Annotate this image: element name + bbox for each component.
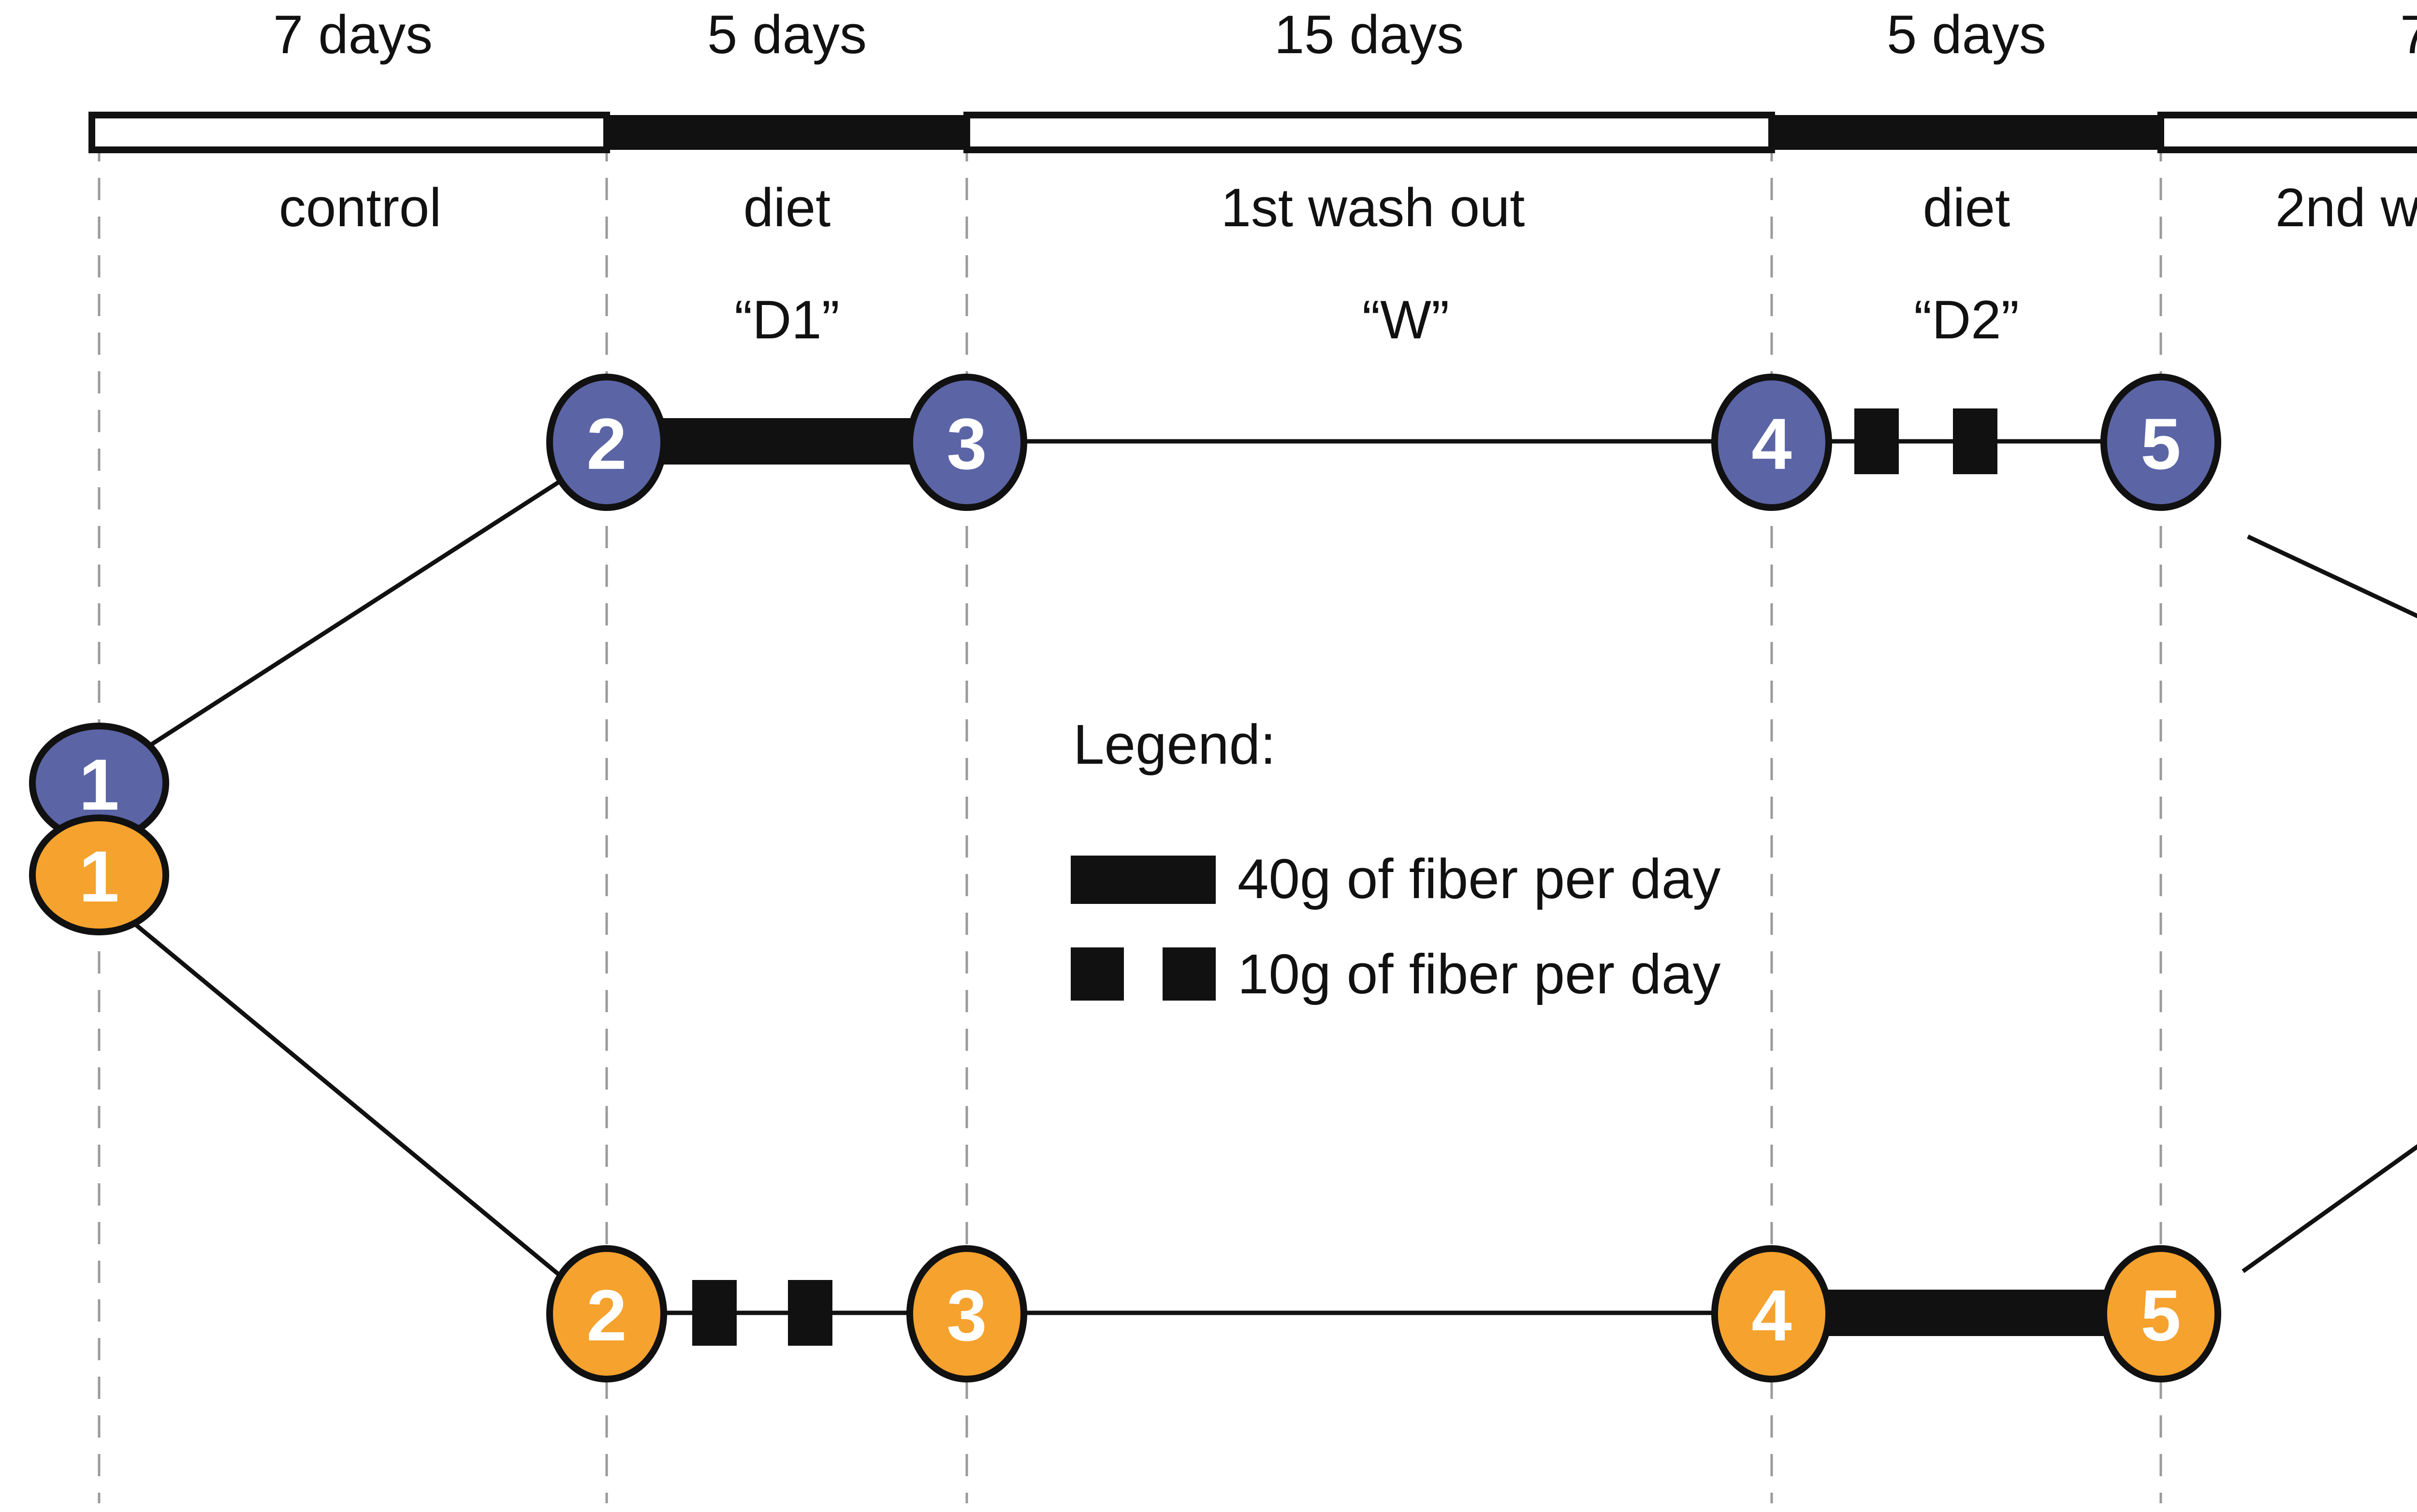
segment-tag-d1: “D1”: [734, 290, 840, 350]
arm-a-link-1-2: [139, 474, 569, 754]
node-arm-b-visit-1[interactable]: 1: [29, 814, 169, 935]
node-arm-a-visit-5-label: 5: [2140, 403, 2181, 484]
phase-label-control: control: [279, 177, 441, 238]
legend-swatch-40g-icon: [1071, 856, 1216, 904]
arm-b-link-2-3-10g-block-2: [788, 1280, 832, 1346]
bar-segment-washout-2: [2157, 112, 2417, 153]
arm-a-link-5-6: [2247, 534, 2417, 619]
node-arm-a-visit-2-label: 2: [586, 403, 626, 484]
node-arm-a-visit-4-label: 4: [1751, 403, 1791, 484]
legend-label-40g: 40g of fiber per day: [1238, 847, 1721, 910]
node-arm-b-visit-3[interactable]: 3: [906, 1245, 1027, 1382]
node-arm-b-visit-3-shape[interactable]: [906, 1245, 1027, 1382]
node-arm-a-visit-4-shape[interactable]: [1711, 374, 1832, 511]
timeline-bar: [88, 112, 2417, 153]
node-arm-b-visit-3-label: 3: [946, 1275, 987, 1356]
bar-segment-control: [88, 112, 610, 153]
legend-swatch-10g-icon-block-2: [1163, 947, 1216, 1001]
arm-a-link-4-5-10g-block-2: [1953, 408, 1997, 474]
node-arm-b-visit-5-label: 5: [2140, 1275, 2181, 1356]
segment-tags: “D1” “W” “D2”: [734, 290, 2019, 350]
arm-b-nodes: 1 2 3 4 5 6: [29, 814, 2221, 1382]
node-arm-a-visit-1-label: 1: [79, 744, 119, 825]
arm-b-link-5-6: [2242, 1144, 2417, 1273]
phase-labels: control diet 1st wash out diet 2nd wash …: [279, 177, 2417, 238]
arm-a-links: [139, 408, 2417, 754]
duration-diet-1: 5 days: [707, 4, 867, 65]
node-arm-b-visit-4-shape[interactable]: [1711, 1245, 1832, 1382]
segment-tag-d2: “D2”: [1914, 290, 2019, 350]
bar-segment-diet-1: [607, 115, 967, 150]
node-arm-a-visit-3[interactable]: 3: [906, 374, 1027, 511]
node-arm-a-visit-4[interactable]: 4: [1711, 374, 1832, 511]
node-arm-a-visit-5[interactable]: 5: [2100, 374, 2221, 511]
node-arm-b-visit-5-shape[interactable]: [2100, 1245, 2221, 1382]
node-arm-b-visit-2-shape[interactable]: [546, 1245, 667, 1382]
arm-a-nodes: 1 2 3 4 5 6: [29, 374, 2221, 843]
node-arm-b-visit-5[interactable]: 5: [2100, 1245, 2221, 1382]
duration-control: 7 days: [273, 4, 433, 65]
node-arm-a-visit-2[interactable]: 2: [546, 374, 667, 511]
duration-washout-2: 7 days: [2400, 4, 2417, 65]
arm-a-link-2-3-40g: [638, 418, 938, 465]
legend-label-10g: 10g of fiber per day: [1238, 943, 1721, 1005]
duration-washout-1: 15 days: [1274, 4, 1464, 65]
phase-label-washout-2: 2nd wash out: [2275, 177, 2417, 238]
node-arm-a-visit-3-label: 3: [946, 403, 987, 484]
node-arm-b-visit-2[interactable]: 2: [546, 1245, 667, 1382]
arm-b-link-1-2: [127, 916, 562, 1278]
duration-diet-2: 5 days: [1887, 4, 2046, 65]
arm-a-link-4-5-10g-block-1: [1854, 408, 1899, 474]
arm-b-links: [127, 916, 2417, 1346]
node-arm-a-visit-5-shape[interactable]: [2100, 374, 2221, 511]
phase-label-diet-1: diet: [743, 177, 831, 238]
node-arm-b-visit-1-shape[interactable]: [29, 814, 169, 935]
legend-title: Legend:: [1073, 713, 1276, 776]
arm-b-link-4-5-40g: [1808, 1290, 2117, 1336]
segment-tag-w: “W”: [1362, 290, 1449, 350]
node-arm-b-visit-4[interactable]: 4: [1711, 1245, 1832, 1382]
duration-labels: 7 days 5 days 15 days 5 days 7 days: [273, 4, 2417, 65]
node-arm-a-visit-3-shape[interactable]: [906, 374, 1027, 511]
legend-swatch-10g-icon-block-1: [1071, 947, 1124, 1001]
bar-segment-washout-1: [963, 112, 1775, 153]
legend: Legend: 40g of fiber per day 10g of fibe…: [1071, 713, 1721, 1005]
bar-segment-diet-2: [1772, 115, 2161, 150]
node-arm-b-visit-4-label: 4: [1751, 1275, 1791, 1356]
node-arm-a-visit-2-shape[interactable]: [546, 374, 667, 511]
node-arm-b-visit-1-label: 1: [79, 836, 119, 917]
phase-label-washout-1: 1st wash out: [1221, 177, 1525, 238]
arm-b-link-2-3-10g-block-1: [692, 1280, 737, 1346]
phase-label-diet-2: diet: [1923, 177, 2010, 238]
node-arm-b-visit-2-label: 2: [586, 1275, 626, 1356]
